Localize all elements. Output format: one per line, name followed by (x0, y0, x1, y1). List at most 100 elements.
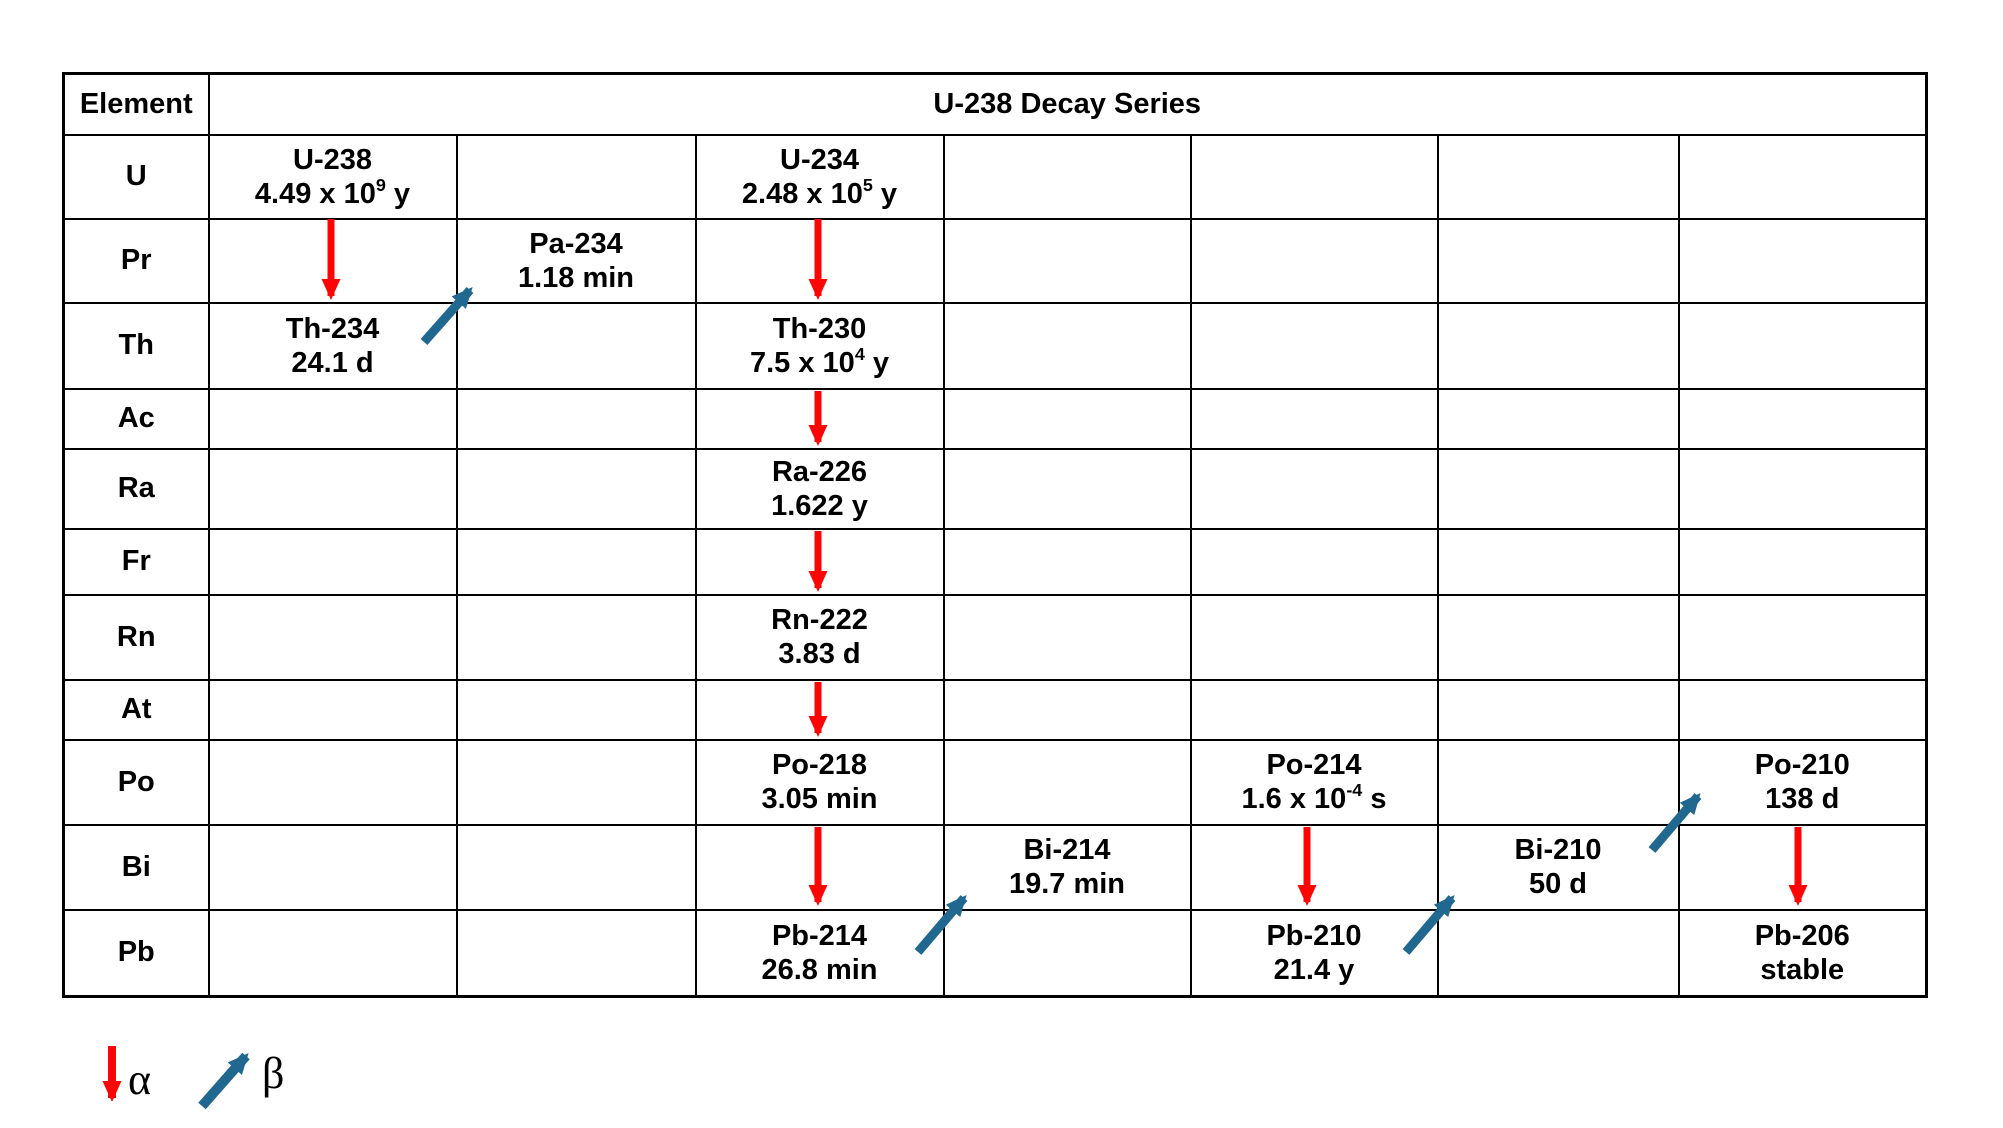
empty-cell (455, 678, 697, 741)
empty-cell (1189, 678, 1439, 741)
empty-cell (207, 527, 458, 596)
table-title: U-238 Decay Series (207, 72, 1928, 136)
row-Th: Th Th-234 24.1 d Th-230 7.5 x 104 y (62, 301, 1928, 390)
empty-cell (942, 133, 1192, 220)
legend-beta-label: β (262, 1049, 285, 1098)
isotope-half-life: 7.5 x 104 y (749, 343, 889, 379)
empty-cell (207, 738, 458, 826)
isotope-half-life: 3.83 d (778, 638, 861, 670)
empty-cell (942, 447, 1192, 530)
row-label-Po: Po (62, 738, 210, 826)
isotope-cell-th230: Th-230 7.5 x 104 y (694, 301, 945, 390)
empty-cell (1189, 217, 1439, 304)
row-U: U U-238 4.49 x 109 y U-234 2.48 x 105 y (62, 133, 1928, 220)
decay-table: Element U-238 Decay Series U U-238 4.49 … (62, 72, 1928, 998)
isotope-cell-bi210: Bi-210 50 d (1436, 823, 1680, 911)
empty-cell (455, 133, 697, 220)
empty-cell (455, 387, 697, 450)
empty-cell (207, 387, 458, 450)
empty-cell (942, 738, 1192, 826)
empty-cell (694, 823, 945, 911)
isotope-name: Pa-234 (529, 227, 623, 260)
row-Po: Po Po-218 3.05 min Po-214 1.6 x 10-4 s P… (62, 738, 1928, 826)
isotope-name: Po-214 (1266, 749, 1362, 781)
empty-cell (207, 447, 458, 530)
isotope-half-life: 19.7 min (1008, 868, 1126, 900)
isotope-name: Ra-226 (771, 455, 868, 488)
empty-cell (207, 593, 458, 681)
empty-cell (1436, 738, 1680, 826)
row-label-U: U (62, 133, 210, 220)
empty-cell (455, 527, 697, 596)
empty-cell (455, 447, 697, 530)
isotope-cell-po214: Po-214 1.6 x 10-4 s (1189, 738, 1439, 826)
empty-cell (1436, 447, 1680, 530)
empty-cell (455, 908, 697, 998)
empty-cell (694, 678, 945, 741)
isotope-half-life: 4.49 x 109 y (254, 174, 411, 210)
isotope-name: Rn-222 (771, 604, 868, 636)
isotope-half-life: 138 d (1765, 783, 1840, 815)
isotope-half-life: 24.1 d (291, 346, 374, 379)
empty-cell (942, 387, 1192, 450)
row-label-Pr: Pr (62, 217, 210, 304)
empty-cell (1189, 133, 1439, 220)
isotope-cell-pb206: Pb-206 stable (1677, 908, 1928, 998)
empty-cell (942, 593, 1192, 681)
empty-cell (207, 908, 458, 998)
isotope-name: Pb-206 (1754, 919, 1850, 952)
row-label-Ra: Ra (62, 447, 210, 530)
empty-cell (1677, 133, 1928, 220)
isotope-cell-u234: U-234 2.48 x 105 y (694, 133, 945, 220)
empty-cell (694, 527, 945, 596)
row-label-Pb: Pb (62, 908, 210, 998)
row-label-Ac: Ac (62, 387, 210, 450)
empty-cell (694, 387, 945, 450)
isotope-half-life: 3.05 min (761, 783, 878, 815)
empty-cell (455, 301, 697, 390)
isotope-cell-rn222: Rn-222 3.83 d (694, 593, 945, 681)
header-row: Element U-238 Decay Series (62, 72, 1928, 136)
row-label-Th: Th (62, 301, 210, 390)
isotope-half-life: 50 d (1528, 868, 1588, 900)
row-label-At: At (62, 678, 210, 741)
isotope-half-life: stable (1760, 953, 1845, 986)
empty-cell (1677, 527, 1928, 596)
legend-alpha-label: α (128, 1055, 152, 1104)
empty-cell (1677, 217, 1928, 304)
isotope-cell-po218: Po-218 3.05 min (694, 738, 945, 826)
isotope-half-life: 1.18 min (517, 261, 635, 294)
empty-cell (1436, 527, 1680, 596)
isotope-name: U-234 (780, 143, 859, 176)
empty-cell (1189, 387, 1439, 450)
empty-cell (1436, 301, 1680, 390)
empty-cell (942, 217, 1192, 304)
isotope-half-life: 1.622 y (771, 489, 868, 522)
empty-cell (1189, 823, 1439, 911)
isotope-cell-th234: Th-234 24.1 d (207, 301, 458, 390)
isotope-name: U-238 (293, 143, 372, 176)
element-header-cell: Element (62, 72, 210, 136)
row-Ra: Ra Ra-226 1.622 y (62, 447, 1928, 530)
row-At: At (62, 678, 1928, 741)
empty-cell (455, 593, 697, 681)
empty-cell (1677, 387, 1928, 450)
isotope-cell-pb210: Pb-210 21.4 y (1189, 908, 1439, 998)
empty-cell (1436, 133, 1680, 220)
empty-cell (1677, 823, 1928, 911)
row-Fr: Fr (62, 527, 1928, 596)
empty-cell (1436, 908, 1680, 998)
isotope-name: Po-218 (771, 749, 868, 781)
isotope-cell-po210: Po-210 138 d (1677, 738, 1928, 826)
isotope-half-life: 1.6 x 10-4 s (1241, 780, 1387, 815)
row-Pr: Pr Pa-234 1.18 min (62, 217, 1928, 304)
empty-cell (942, 908, 1192, 998)
isotope-cell-pa234: Pa-234 1.18 min (455, 217, 697, 304)
empty-cell (942, 678, 1192, 741)
isotope-half-life: 26.8 min (761, 953, 878, 986)
empty-cell (1436, 678, 1680, 741)
row-Ac: Ac (62, 387, 1928, 450)
empty-cell (1677, 593, 1928, 681)
isotope-name: Pb-210 (1266, 919, 1362, 952)
isotope-cell-u238: U-238 4.49 x 109 y (207, 133, 458, 220)
